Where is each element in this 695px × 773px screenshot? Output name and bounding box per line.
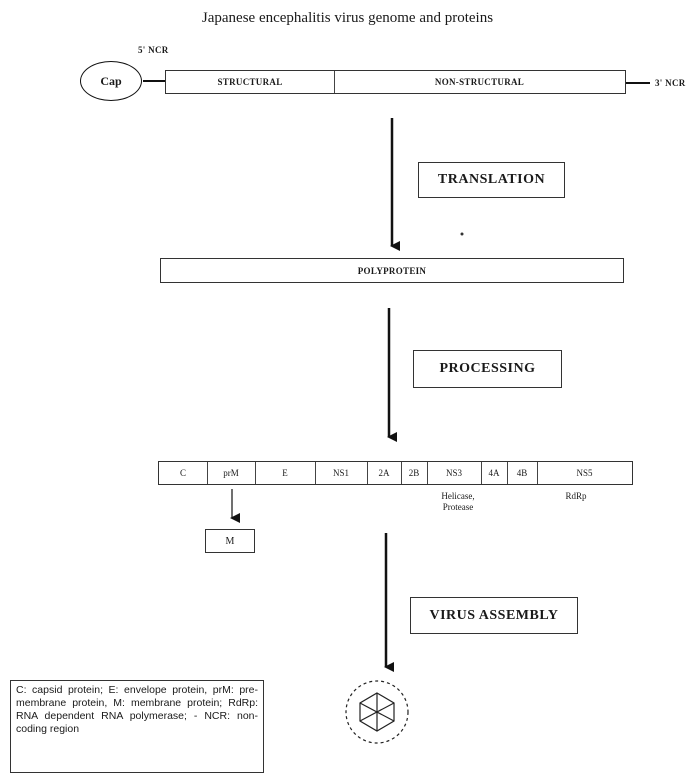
protein-segment: 2A [367, 462, 402, 484]
protein-segment: 4A [481, 462, 508, 484]
structural-label: STRUCTURAL [217, 77, 283, 87]
nonstructural-region: NON-STRUCTURAL [334, 71, 625, 93]
legend-box: C: capsid protein; E: envelope protein, … [10, 680, 264, 773]
protein-segment: prM [207, 462, 256, 484]
protein-segment: NS5 [576, 468, 593, 478]
ns5-note: RdRp [565, 491, 587, 501]
protein-segment: C [159, 462, 208, 484]
m-protein-label: M [225, 535, 235, 547]
structural-region: STRUCTURAL [166, 71, 335, 93]
cap-circle: Cap [80, 61, 142, 101]
protein-segment: NS1 [315, 462, 368, 484]
assembly-label: VIRUS ASSEMBLY [429, 607, 559, 623]
polyprotein-label: POLYPROTEIN [357, 265, 427, 276]
genome-bar: STRUCTURAL NON-STRUCTURAL [165, 70, 626, 94]
protein-bar: C prM E NS1 2A 2B NS3 4A 4B NS5 [158, 461, 633, 485]
diagram-title: Japanese encephalitis virus genome and p… [201, 10, 494, 26]
virion-icon [345, 680, 409, 744]
translation-box: TRANSLATION [418, 162, 565, 198]
nonstructural-label: NON-STRUCTURAL [434, 77, 525, 87]
protein-segment: E [255, 462, 316, 484]
m-protein-box: M [205, 529, 255, 553]
cap-label: Cap [100, 73, 122, 88]
ncr3-label: 3' NCR [655, 78, 686, 88]
protein-segment: NS3 [427, 462, 482, 484]
protein-segment: 2B [401, 462, 428, 484]
ns3-note: Helicase, Protease [441, 491, 475, 512]
assembly-box: VIRUS ASSEMBLY [410, 597, 578, 634]
protein-segment: 4B [507, 462, 538, 484]
ncr5-label: 5' NCR [138, 45, 169, 55]
translation-label: TRANSLATION [437, 172, 546, 187]
processing-box: PROCESSING [413, 350, 562, 388]
polyprotein-bar: POLYPROTEIN [160, 258, 624, 283]
processing-label: PROCESSING [439, 361, 536, 376]
